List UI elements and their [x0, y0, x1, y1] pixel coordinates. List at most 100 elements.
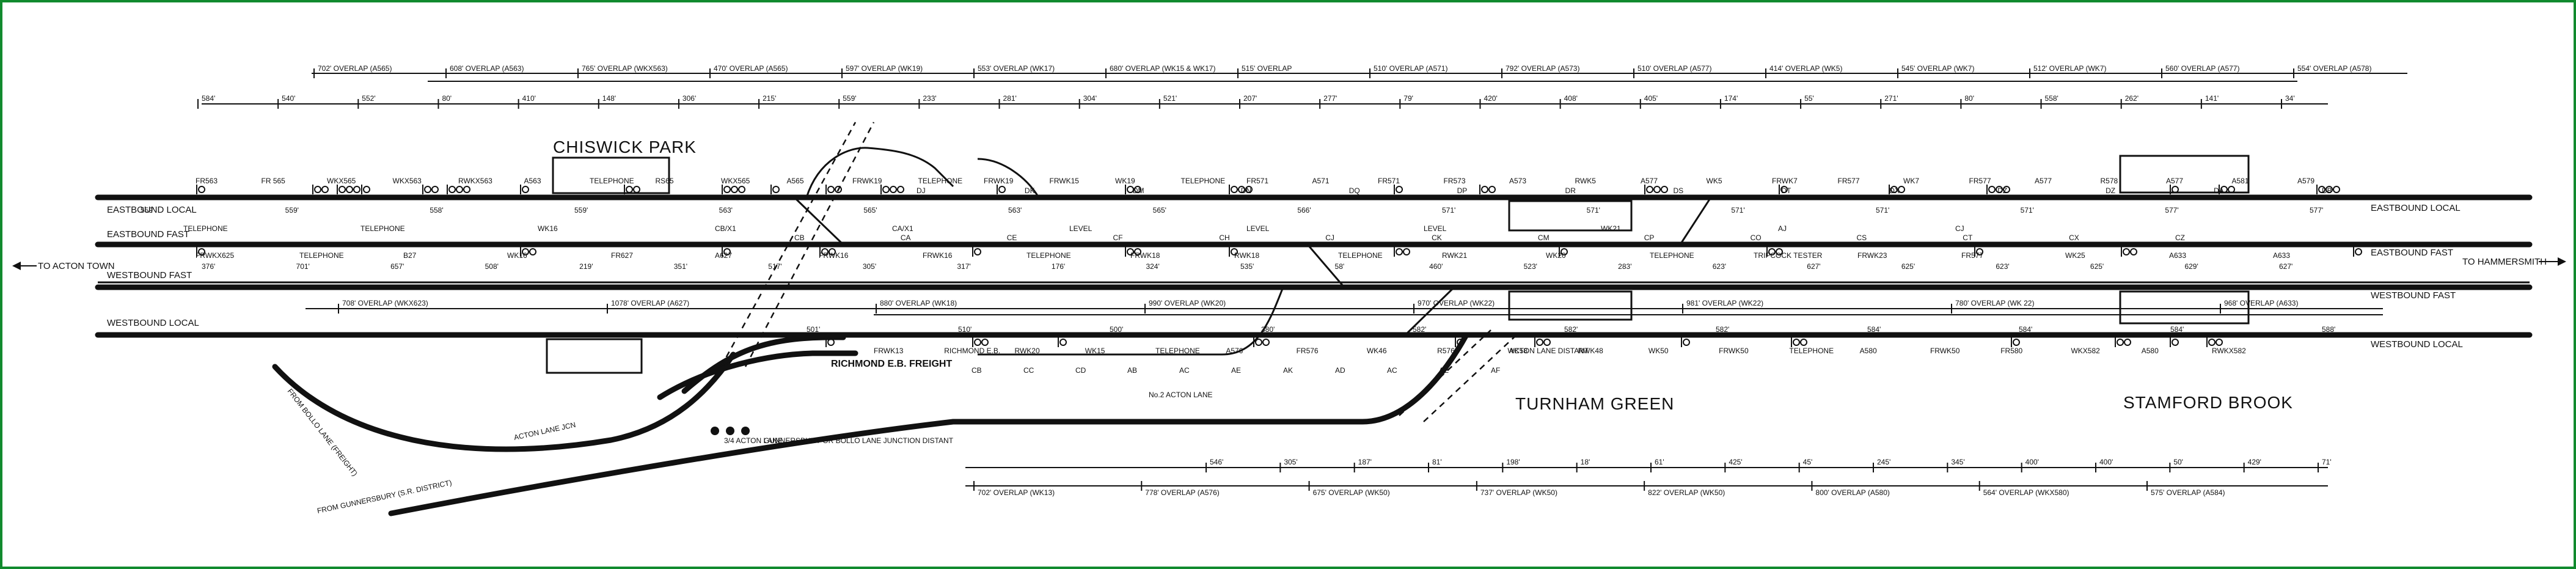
- eb-fast-distance-label: 623': [1713, 262, 1726, 271]
- bottom-distance-label: 245': [1877, 458, 1890, 466]
- signal-head-icon: [1127, 248, 1134, 255]
- signal-head-icon: [1561, 248, 1568, 255]
- signal-head-icon: [1976, 248, 1983, 255]
- signal-head-icon: [346, 186, 353, 193]
- top-distance-label: 304': [1083, 94, 1097, 103]
- fast-local-crossover-2: [1306, 244, 1345, 288]
- wb-local-signal-label: RWKX582: [2212, 347, 2246, 355]
- wb-local-signal-label: FRWK13: [874, 347, 904, 355]
- eb-fast-signal-label: TRIPCOCK TESTER: [1754, 251, 1823, 260]
- eb-crossover-chiswick: [805, 147, 954, 198]
- signal-head-icon: [2318, 186, 2325, 193]
- eb-fast-code-label: CK: [1432, 233, 1442, 242]
- eb-fast-code-label: CE: [1007, 233, 1017, 242]
- eb-local-signal-label: FR563: [196, 177, 218, 185]
- eb-fast-code-label: CX: [2069, 233, 2079, 242]
- eb-fast-signal-label: FR627: [611, 251, 633, 260]
- eb-fast-code-label: CP: [1644, 233, 1655, 242]
- eb-local-signal-label: FR571: [1378, 177, 1400, 185]
- stamford-brook-platform-south: [2119, 290, 2250, 325]
- signal-head-icon: [1262, 339, 1270, 346]
- wb-fast-overlap-label: 880' OVERLAP (WK18): [880, 299, 957, 307]
- signal-head-icon: [626, 186, 633, 193]
- signal-head-icon: [463, 186, 470, 193]
- top-distance-label: 277': [1323, 94, 1337, 103]
- eb-fast-signal-label: A627: [715, 251, 732, 260]
- signal-head-icon: [723, 248, 731, 255]
- acton-lane-distant-tg-label: ACTON LANE DISTANT: [1509, 347, 1589, 355]
- eb-fast-code-label: CS: [1856, 233, 1867, 242]
- signal-head-icon: [1536, 339, 1543, 346]
- eb-local-distance-label: 571': [2021, 206, 2034, 215]
- richmond-freight-label: RICHMOND E.B. FREIGHT: [831, 359, 952, 369]
- wb-local-code-label: AC: [1179, 366, 1190, 375]
- distant-signal-icon: [726, 427, 734, 435]
- signal-head-icon: [2325, 186, 2333, 193]
- eb-local-distance-label: 559': [285, 206, 299, 215]
- eb-local-distance-label: 571': [1442, 206, 1455, 215]
- signal-head-icon: [1403, 248, 1410, 255]
- eb-fast-signal-label: WK25: [2065, 251, 2085, 260]
- eb-local-track-code: DP: [1457, 186, 1468, 195]
- eb-local-track-code: DZ: [2106, 186, 2115, 195]
- bottom-overlap-label: 778' OVERLAP (A576): [1145, 488, 1219, 497]
- signal-head-icon: [1245, 186, 1253, 193]
- signal-head-icon: [2124, 339, 2131, 346]
- signal-head-icon: [1780, 186, 1788, 193]
- wb-fast-overlap-label: 990' OVERLAP (WK20): [1149, 299, 1226, 307]
- eb-local-signal-label: TELEPHONE: [590, 177, 634, 185]
- bottom-distance-label: 187': [1358, 458, 1372, 466]
- eb-fast-distance-label: 523': [1524, 262, 1537, 271]
- eb-local-track-code: DM: [1133, 186, 1144, 195]
- wb-fast-overlap-labels: 708' OVERLAP (WKX623)1078' OVERLAP (A627…: [338, 299, 2298, 314]
- signal-head-icon: [2216, 339, 2223, 346]
- signal-head-icon: [1543, 339, 1551, 346]
- signal-head-icon: [1231, 186, 1238, 193]
- wb-local-signal-label: WKX582: [2071, 347, 2100, 355]
- signal-head-icon: [2228, 186, 2235, 193]
- eb-local-signal-label: WKX565: [721, 177, 750, 185]
- signal-head-icon: [974, 339, 981, 346]
- eb-fast-code-label: CJ: [1325, 233, 1334, 242]
- eb-fast-distance-label: 508': [485, 262, 499, 271]
- eb-fast-distance-label: 283': [1618, 262, 1631, 271]
- eb-fast-code-label: CH: [1219, 233, 1229, 242]
- bottom-overlap-label: 575' OVERLAP (A584): [2151, 488, 2225, 497]
- wb-local-distance-label: 510': [958, 325, 971, 334]
- top-overlap-label: 608' OVERLAP (A563): [450, 64, 524, 73]
- eb-fast-distance-label: 627': [2279, 262, 2292, 271]
- signal-head-icon: [882, 186, 890, 193]
- eb-local-distance-label: 558': [430, 206, 443, 215]
- eb-local-distance-label: 559': [574, 206, 588, 215]
- signal-head-icon: [522, 186, 529, 193]
- eb-local-signal-label: FRWK19: [984, 177, 1014, 185]
- eb-local-distance-label: 571': [1587, 206, 1600, 215]
- wb-local-code-label: CD: [1075, 366, 1086, 375]
- eb-local-signal-label: WK19: [1115, 177, 1135, 185]
- wb-local-signal-label: R576: [1437, 347, 1455, 355]
- wb-local-signal-label: FR576: [1297, 347, 1319, 355]
- signal-head-icon: [1231, 248, 1238, 255]
- top-distance-labels: 584'540'552'80'410'148'306'215'559'233'2…: [197, 94, 2295, 109]
- misc-label: AJ: [1778, 224, 1787, 233]
- top-distance-label: 405': [1644, 94, 1658, 103]
- wb-local-code-label: AC: [1387, 366, 1397, 375]
- top-distance-label: 559': [843, 94, 856, 103]
- top-distance-label: 262': [2125, 94, 2139, 103]
- wb-local-code-label: AE: [1231, 366, 1241, 375]
- signal-head-icon: [1683, 339, 1690, 346]
- signal-head-icon: [772, 186, 780, 193]
- eb-fast-distance-label: 625': [2090, 262, 2104, 271]
- eb-fast-signal-label: RWK18: [1234, 251, 1259, 260]
- wb-fast-overlap-label: 968' OVERLAP (A633): [2224, 299, 2298, 307]
- misc-label: CB/X1: [715, 224, 736, 233]
- signal-head-icon: [1646, 186, 1653, 193]
- eb-local-distance-label: 577': [2310, 206, 2323, 215]
- wb-local-signal-label: FRWK50: [1930, 347, 1960, 355]
- wb-local-code-label: AB: [1127, 366, 1137, 375]
- bottom-distance-label: 400': [2025, 458, 2039, 466]
- eb-fast-code-label: CF: [1113, 233, 1123, 242]
- bottom-distance-label: 50': [2173, 458, 2183, 466]
- top-overlap-label: 414' OVERLAP (WK5): [1769, 64, 1842, 73]
